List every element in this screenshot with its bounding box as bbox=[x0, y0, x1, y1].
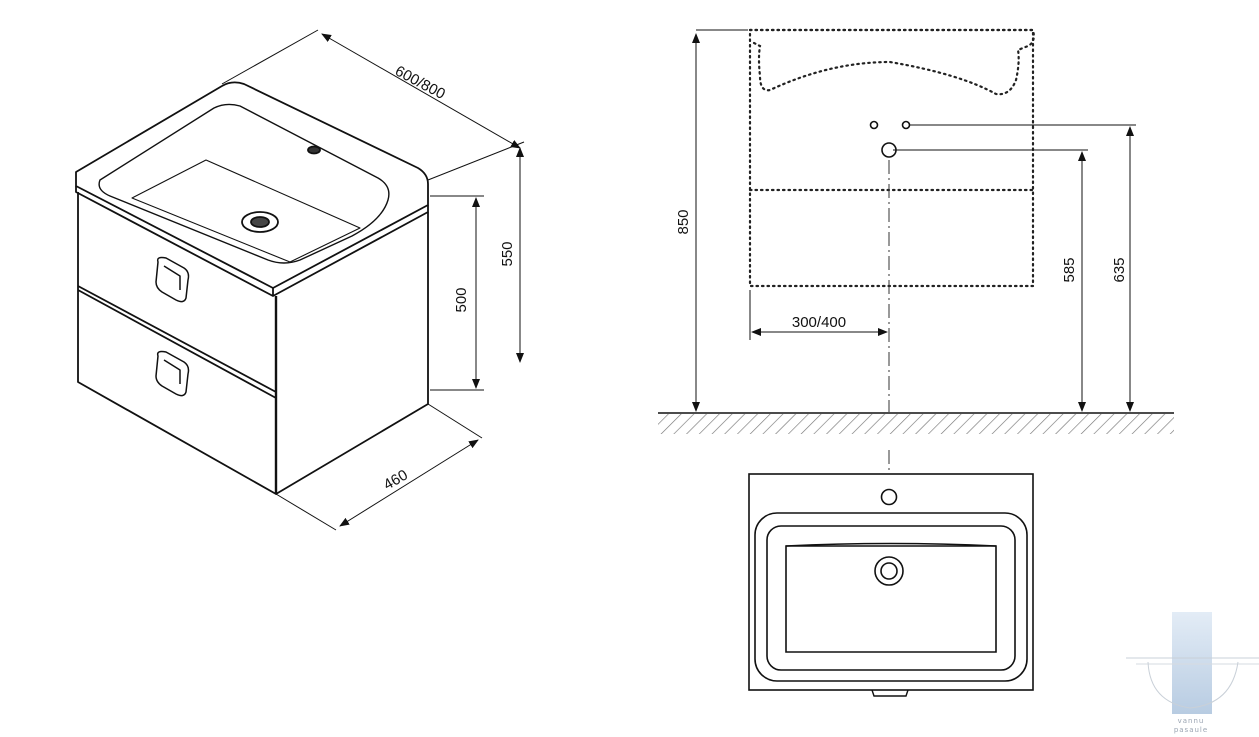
dim-line-width bbox=[321, 33, 521, 149]
plan-drain-inner bbox=[880, 562, 898, 580]
plan-overflow bbox=[871, 689, 909, 697]
dim-label-tap-height: 635 bbox=[1111, 257, 1128, 282]
tap-hole-left bbox=[869, 120, 879, 130]
dim-line-depth bbox=[339, 439, 479, 527]
basin-bowl-inner bbox=[131, 159, 361, 263]
drawer-handle-top bbox=[155, 256, 190, 303]
floor-hatch bbox=[658, 414, 1174, 434]
front-elevation bbox=[658, 28, 1174, 434]
dotted-cabinet-outline bbox=[748, 28, 1035, 288]
drawer-divider bbox=[77, 285, 277, 399]
watermark-text-1: vannu bbox=[1178, 717, 1205, 725]
watermark-logo: vannu pasaule bbox=[1126, 612, 1259, 734]
plan-tap-hole bbox=[880, 488, 898, 506]
basin-bowl bbox=[98, 103, 390, 264]
plan-bowl-edge bbox=[785, 542, 997, 547]
plan-view bbox=[748, 450, 1034, 697]
dim-label-waste-height: 585 bbox=[1061, 257, 1078, 282]
drawer-handle-bottom bbox=[155, 350, 190, 397]
dotted-basin-profile bbox=[748, 28, 1035, 96]
plan-rim-inner bbox=[766, 525, 1016, 671]
tap-hole bbox=[307, 145, 321, 155]
dim-label-install-height: 850 bbox=[675, 209, 692, 234]
watermark-text-2: pasaule bbox=[1174, 726, 1208, 734]
plan-rim-outer bbox=[754, 512, 1028, 682]
watermark-curve bbox=[1147, 661, 1239, 709]
dim-label-cabinet-height: 500 bbox=[453, 287, 470, 312]
dim-label-width: 600/800 bbox=[392, 63, 448, 103]
drain-inner bbox=[250, 216, 270, 228]
basin-top bbox=[75, 81, 429, 289]
iso-dimensions bbox=[221, 29, 525, 531]
isometric-view bbox=[75, 81, 429, 495]
plan-bowl bbox=[785, 545, 997, 653]
dim-label-waste-offset: 300/400 bbox=[792, 314, 846, 331]
plan-drain-outer bbox=[874, 556, 904, 586]
tap-hole-right bbox=[901, 120, 911, 130]
dim-label-depth: 460 bbox=[381, 466, 411, 493]
dim-label-overall-height: 550 bbox=[499, 241, 516, 266]
watermark-bar bbox=[1172, 612, 1212, 714]
